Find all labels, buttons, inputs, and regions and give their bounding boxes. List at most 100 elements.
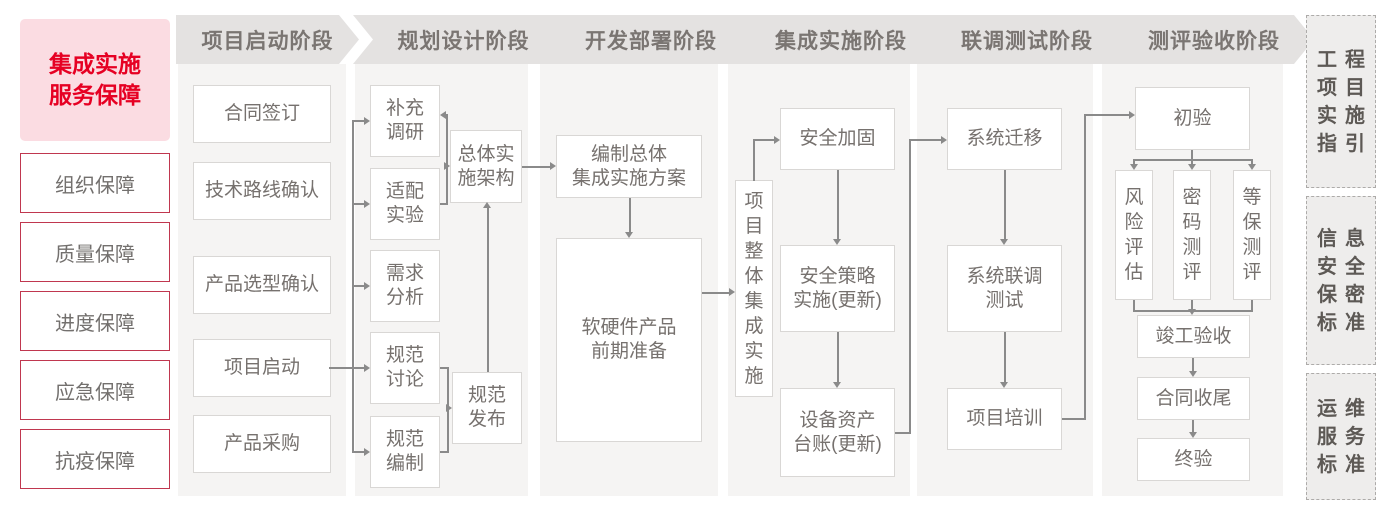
- connector-line: [1004, 332, 1006, 383]
- arrowhead: [729, 288, 735, 296]
- connector-line: [1191, 150, 1193, 160]
- node-spec-drafting: 规范 编制: [370, 416, 440, 488]
- connector-line: [352, 203, 364, 205]
- node-risk-assessment: 风 险 评 估: [1115, 170, 1153, 300]
- arrowhead: [1248, 164, 1256, 170]
- sidebar-item-organization: 组织保障: [20, 153, 170, 213]
- connector-line: [837, 332, 839, 383]
- node-tech-route: 技术路线确认: [193, 162, 331, 220]
- connector-line: [352, 367, 364, 369]
- node-project-training: 项目培训: [947, 388, 1062, 450]
- node-adaptation-test: 适配 实验: [370, 168, 440, 240]
- node-final-acceptance: 终验: [1137, 438, 1250, 481]
- connector-line: [522, 166, 550, 168]
- arrowhead: [1000, 382, 1008, 388]
- arrowhead: [550, 162, 556, 170]
- arrowhead: [364, 117, 370, 125]
- connector-line: [1133, 159, 1253, 161]
- arrowhead: [833, 382, 841, 388]
- sidebar-item-epidemic: 抗疫保障: [20, 429, 170, 489]
- sidebar-item-quality: 质量保障: [20, 222, 170, 282]
- connector-line: [440, 451, 448, 453]
- node-contract-closure: 合同收尾: [1137, 377, 1250, 420]
- node-product-select: 产品选型确认: [193, 256, 331, 314]
- connector-line: [352, 451, 364, 453]
- connector-line: [329, 367, 352, 369]
- arrowhead: [483, 202, 491, 208]
- arrowhead: [446, 404, 452, 412]
- phase-header-integration: 集成实施阶段: [726, 15, 942, 64]
- node-requirement-analysis: 需求 分析: [370, 250, 440, 322]
- arrowhead: [941, 136, 947, 144]
- connector-line: [753, 139, 774, 141]
- connector-line: [352, 120, 364, 122]
- standard-project-guide: 工程 项目 实施 指引: [1306, 15, 1376, 188]
- connector-line: [909, 139, 911, 434]
- connector-line: [1084, 114, 1129, 116]
- node-joint-testing: 系统联调 测试: [947, 245, 1062, 332]
- node-security-hardening: 安全加固: [780, 108, 895, 170]
- node-spec-release: 规范 发布: [452, 372, 522, 444]
- node-initial-acceptance: 初验: [1135, 87, 1250, 150]
- node-system-migration: 系统迁移: [947, 108, 1062, 170]
- sidebar-item-emergency: 应急保障: [20, 360, 170, 420]
- arrowhead: [440, 111, 446, 119]
- connector-line: [1084, 114, 1086, 420]
- connector-line: [1251, 159, 1253, 165]
- arrowhead: [1189, 371, 1197, 377]
- node-project-kickoff: 项目启动: [193, 339, 331, 397]
- arrowhead: [444, 162, 450, 170]
- node-completion-acceptance: 竣工验收: [1137, 315, 1250, 358]
- connector-line: [1191, 159, 1193, 165]
- node-overall-plan: 编制总体 集成实施方案: [556, 135, 702, 198]
- arrowhead: [364, 364, 370, 372]
- node-overall-architecture: 总体实 施架构: [450, 130, 522, 203]
- arrowhead: [833, 239, 841, 245]
- connector-line: [1251, 300, 1253, 311]
- connector-line: [446, 114, 448, 205]
- connector-line: [1191, 300, 1193, 310]
- connector-line: [1192, 358, 1194, 372]
- connector-line: [909, 139, 941, 141]
- node-supplement-research: 补充 调研: [370, 85, 440, 157]
- phase-header-joint-test: 联调测试阶段: [915, 15, 1125, 64]
- connector-line: [1133, 300, 1135, 311]
- node-product-preparation: 软硬件产品 前期准备: [556, 238, 702, 442]
- connector-line: [352, 285, 364, 287]
- phase-header-acceptance: 测评验收阶段: [1100, 15, 1314, 64]
- phase-header-dev-deploy: 开发部署阶段: [538, 15, 750, 64]
- connector-line: [1004, 170, 1006, 240]
- connector-line: [895, 432, 911, 434]
- node-spec-discussion: 规范 讨论: [370, 332, 440, 404]
- connector-line: [440, 367, 448, 369]
- connector-line: [1133, 159, 1135, 165]
- node-contract-sign: 合同签订: [193, 85, 331, 143]
- connector-line: [1062, 418, 1086, 420]
- node-mlps-evaluation: 等 保 测 评: [1233, 170, 1271, 300]
- sidebar-title: 集成实施 服务保障: [20, 19, 170, 141]
- connector-line: [440, 203, 447, 205]
- node-overall-integration: 项 目 整 体 集 成 实 施: [735, 180, 773, 397]
- connector-line: [629, 198, 631, 233]
- arrowhead: [1188, 164, 1196, 170]
- standard-security-confidentiality: 信息 安全 保密 标准: [1306, 196, 1376, 365]
- phase-header-project-start: 项目启动阶段: [176, 15, 359, 64]
- node-crypto-evaluation: 密 码 测 评: [1173, 170, 1211, 300]
- connector-line: [487, 208, 489, 372]
- connector-line: [1192, 420, 1194, 433]
- node-asset-ledger: 设备资产 台账(更新): [780, 388, 895, 477]
- node-procurement: 产品采购: [193, 415, 331, 473]
- arrowhead: [1189, 432, 1197, 438]
- connector-line: [753, 139, 755, 181]
- arrowhead: [1130, 164, 1138, 170]
- arrowhead: [364, 282, 370, 290]
- sidebar-item-schedule: 进度保障: [20, 291, 170, 351]
- connector-line: [837, 170, 839, 240]
- arrowhead: [1188, 309, 1196, 315]
- arrowhead: [625, 232, 633, 238]
- phase-header-planning-design: 规划设计阶段: [353, 15, 560, 64]
- arrowhead: [364, 448, 370, 456]
- arrowhead: [1129, 111, 1135, 119]
- arrowhead: [364, 200, 370, 208]
